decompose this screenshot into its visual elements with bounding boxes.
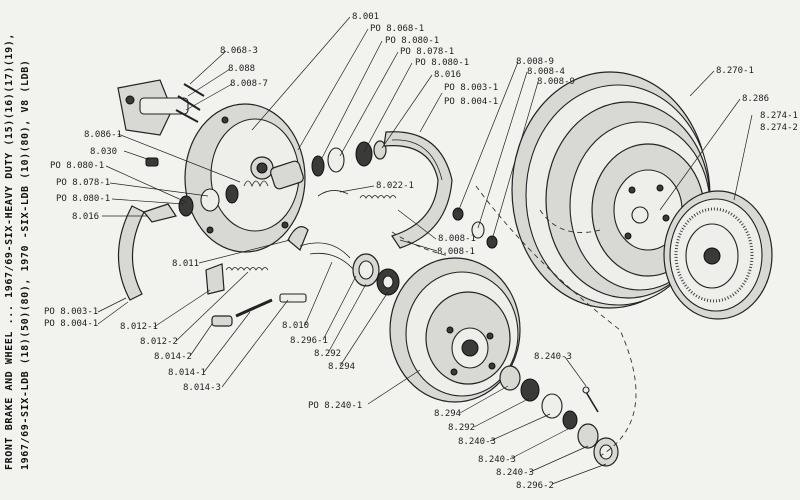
label-8270-1: 8.270-1 <box>716 66 754 76</box>
label-8088: 8.088 <box>228 64 255 74</box>
label-8011: 8.011 <box>172 259 199 269</box>
label-8292-a: 8.292 <box>314 349 341 359</box>
adjuster-parts <box>205 226 355 327</box>
label-8240-3-b: 8.240-3 <box>458 437 496 447</box>
label-8080-1-a: PO 8.080-1 <box>385 36 439 46</box>
label-8078-1-a: PO 8.078-1 <box>400 47 454 57</box>
label-8003-1-a: PO 8.003-1 <box>444 83 498 93</box>
label-8001: 8.001 <box>352 12 379 22</box>
label-8240-1: PO 8.240-1 <box>308 401 362 411</box>
label-8003-1-b: PO 8.003-1 <box>44 307 98 317</box>
label-8086-1: 8.086-1 <box>84 130 122 140</box>
washers-right <box>452 207 498 249</box>
label-8010: 8.010 <box>282 321 309 331</box>
label-8008-7: 8.008-7 <box>230 79 268 89</box>
label-8014-3: 8.014-3 <box>183 383 221 393</box>
brake-shoe-upper <box>383 131 453 249</box>
label-8240-3-a: 8.240-3 <box>534 352 572 362</box>
brake-drum <box>389 257 521 403</box>
label-8022-1: 8.022-1 <box>376 181 414 191</box>
wheel-cylinder-parts <box>243 140 387 190</box>
label-8008-9-b: 8.008-9 <box>537 77 575 87</box>
label-8012-2: 8.012-2 <box>140 337 178 347</box>
label-8014-2: 8.014-2 <box>154 352 192 362</box>
part-labels: 8.001 PO 8.068-1 PO 8.080-1 PO 8.078-1 P… <box>44 12 798 491</box>
label-8286: 8.286 <box>742 94 769 104</box>
leader-lines <box>97 16 753 485</box>
label-8016-a: 8.016 <box>434 70 461 80</box>
label-8008-4: 8.008-4 <box>527 67 565 77</box>
label-8080-1-d: PO 8.080-1 <box>56 194 110 204</box>
spring-8022-1 <box>359 195 397 199</box>
label-8068-3: 8.068-3 <box>220 46 258 56</box>
centerline-right <box>475 185 637 457</box>
label-8240-3-c: 8.240-3 <box>478 455 516 465</box>
brake-shoe-left <box>117 157 239 301</box>
label-8240-3-d: 8.240-3 <box>496 468 534 478</box>
label-8080-1-c: PO 8.080-1 <box>50 161 104 171</box>
label-8068-1: PO 8.068-1 <box>370 24 424 34</box>
label-8080-1-b: PO 8.080-1 <box>415 58 469 68</box>
label-8016-b: 8.016 <box>72 212 99 222</box>
label-8292-b: 8.292 <box>448 423 475 433</box>
label-8004-1-b: PO 8.004-1 <box>44 319 98 329</box>
label-8294-a: 8.294 <box>328 362 355 372</box>
label-8008-1-b: 8.008-1 <box>437 247 475 257</box>
spindle-knuckle <box>117 79 189 136</box>
label-8004-1-a: PO 8.004-1 <box>444 97 498 107</box>
inner-bearing <box>352 253 400 296</box>
label-8296-2: 8.296-2 <box>516 481 554 491</box>
label-8274-2: 8.274-2 <box>760 123 798 133</box>
bolts-top <box>175 83 205 123</box>
label-8012-1: 8.012-1 <box>120 322 158 332</box>
label-8078-1-b: PO 8.078-1 <box>56 178 110 188</box>
label-8294-b: 8.294 <box>434 409 461 419</box>
label-8030: 8.030 <box>90 147 117 157</box>
outer-bearing-stack <box>499 365 619 467</box>
label-8008-1-a: 8.008-1 <box>438 234 476 244</box>
label-8296-1: 8.296-1 <box>290 336 328 346</box>
hub-cap <box>663 190 773 320</box>
label-8274-1: 8.274-1 <box>760 111 798 121</box>
label-8008-9-a: 8.008-9 <box>516 57 554 67</box>
label-8014-1: 8.014-1 <box>168 368 206 378</box>
